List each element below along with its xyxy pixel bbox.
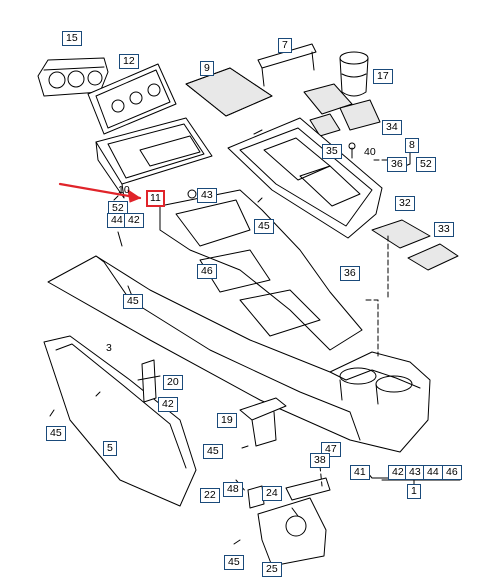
callout-44-right: 44 bbox=[423, 465, 443, 480]
upper-console-frame bbox=[227, 117, 383, 239]
callout-33: 33 bbox=[434, 222, 454, 237]
callout-17: 17 bbox=[373, 69, 393, 84]
callout-11-highlighted: 11 bbox=[146, 190, 165, 207]
callout-25: 25 bbox=[262, 562, 282, 577]
center-bracket bbox=[159, 189, 363, 351]
callout-24: 24 bbox=[262, 486, 282, 501]
fasteners bbox=[49, 129, 356, 545]
callout-52-top: 52 bbox=[416, 157, 436, 172]
callout-3: 3 bbox=[106, 342, 112, 354]
callout-7: 7 bbox=[278, 38, 292, 53]
callout-42-right: 42 bbox=[388, 465, 408, 480]
callout-40: 40 bbox=[364, 146, 376, 158]
callout-45-bottom: 45 bbox=[224, 555, 244, 570]
callout-45-center: 45 bbox=[203, 444, 223, 459]
callout-22: 22 bbox=[200, 488, 220, 503]
callout-5: 5 bbox=[103, 441, 117, 456]
callout-12: 12 bbox=[119, 54, 139, 69]
cup-insert-17 bbox=[339, 51, 369, 97]
callout-32: 32 bbox=[395, 196, 415, 211]
pads-32-33 bbox=[371, 219, 459, 271]
callout-43-right: 43 bbox=[405, 465, 425, 480]
callout-46-right: 46 bbox=[442, 465, 462, 480]
side-panel-5 bbox=[43, 335, 197, 507]
callout-38: 38 bbox=[310, 453, 330, 468]
trim-panel-12 bbox=[87, 63, 177, 135]
callout-48: 48 bbox=[223, 482, 243, 497]
callout-36-top: 36 bbox=[387, 157, 407, 172]
callout-15: 15 bbox=[62, 31, 82, 46]
climate-control-unit bbox=[37, 57, 109, 97]
callout-8: 8 bbox=[405, 138, 419, 153]
cover-7 bbox=[257, 43, 317, 87]
part-19 bbox=[239, 397, 287, 447]
callout-45-mid: 45 bbox=[254, 219, 274, 234]
part-20 bbox=[137, 359, 161, 403]
highlight-arrow bbox=[58, 182, 142, 203]
callout-9: 9 bbox=[200, 61, 214, 76]
storage-mat-9 bbox=[185, 67, 273, 117]
callout-46-mid: 46 bbox=[197, 264, 217, 279]
callout-43-top: 43 bbox=[197, 188, 217, 203]
storage-box-10 bbox=[95, 117, 213, 199]
callout-45-bottom-left: 45 bbox=[46, 426, 66, 441]
callout-20: 20 bbox=[163, 375, 183, 390]
mats-34 bbox=[303, 83, 381, 137]
callout-41: 41 bbox=[350, 465, 370, 480]
callout-35: 35 bbox=[322, 144, 342, 159]
gear-shift-base-25 bbox=[257, 497, 327, 567]
callout-34: 34 bbox=[382, 120, 402, 135]
callout-42-mid: 42 bbox=[158, 397, 178, 412]
part-22 bbox=[247, 485, 265, 509]
callout-42-left: 42 bbox=[124, 213, 144, 228]
callout-1: 1 bbox=[407, 484, 421, 499]
callout-36-mid: 36 bbox=[340, 266, 360, 281]
callout-10: 10 bbox=[118, 184, 130, 196]
part-24 bbox=[285, 477, 331, 501]
callout-19: 19 bbox=[217, 413, 237, 428]
callout-45-left: 45 bbox=[123, 294, 143, 309]
